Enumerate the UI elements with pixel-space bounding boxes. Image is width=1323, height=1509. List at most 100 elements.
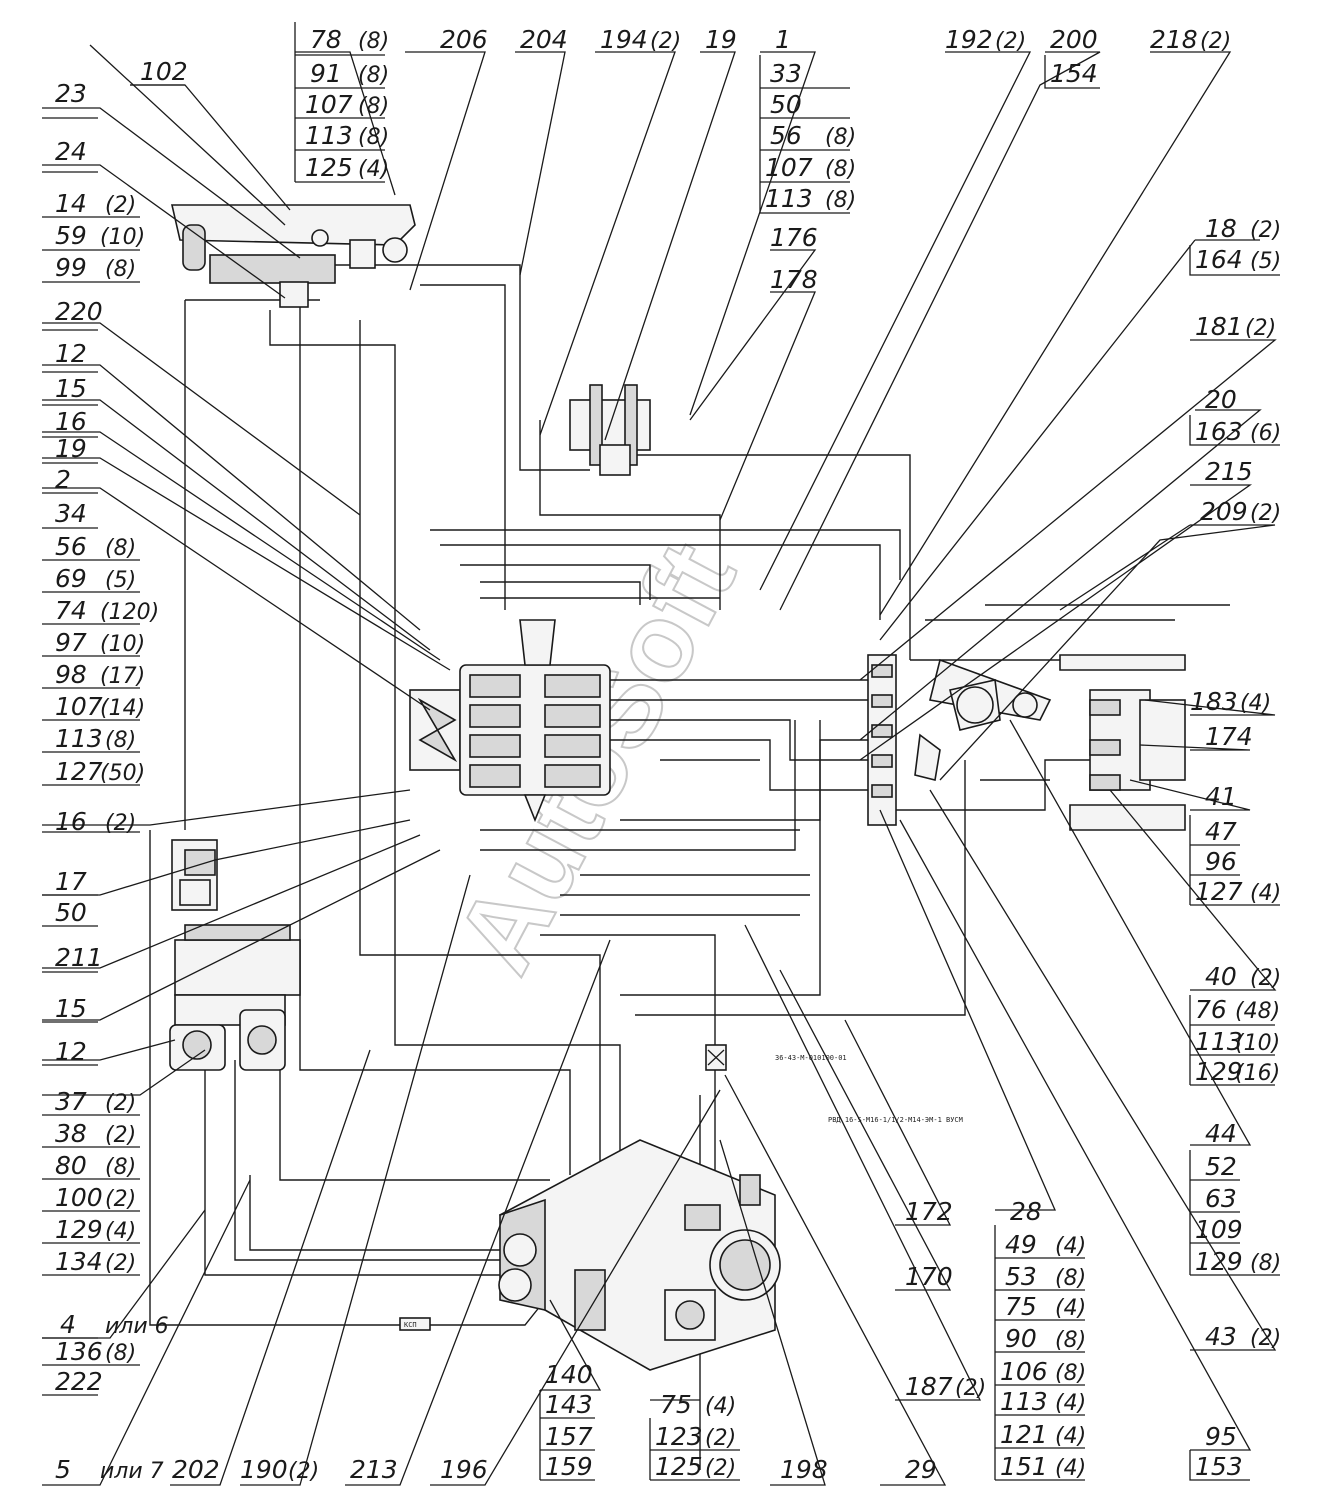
- callout-198: 198: [780, 1455, 828, 1484]
- callout-56a-qty: (8): [105, 536, 136, 561]
- callout-200: 200: [1050, 25, 1098, 54]
- callout-15a: 15: [55, 374, 87, 403]
- callout-123: 123: [655, 1422, 703, 1451]
- callout-196: 196: [440, 1455, 488, 1484]
- callout-96: 96: [1205, 847, 1237, 876]
- callout-69-qty: (5): [105, 568, 136, 593]
- callout-121-qty: (4): [1055, 1424, 1086, 1449]
- callout-209: 209: [1200, 497, 1248, 526]
- callout-127a: 127: [55, 757, 103, 786]
- callout-80: 80: [55, 1151, 87, 1180]
- callout-4: 4: [60, 1310, 76, 1339]
- callout-181: 181: [1195, 312, 1243, 341]
- callout-187: 187: [905, 1372, 953, 1401]
- callout-134-qty: (2): [105, 1251, 136, 1276]
- component-bottom-left-valve-cluster: [169, 924, 301, 1071]
- callout-1: 1: [775, 25, 791, 54]
- callout-50a: 50: [55, 898, 87, 927]
- callout-127b: 127: [1195, 877, 1243, 906]
- callout-151-qty: (4): [1055, 1456, 1086, 1481]
- callout-47: 47: [1205, 817, 1237, 846]
- callout-14: 14: [55, 189, 87, 218]
- callout-174: 174: [1205, 722, 1253, 751]
- callout-63: 63: [1205, 1184, 1237, 1213]
- callout-20: 20: [1205, 385, 1237, 414]
- callout-218-qty: (2): [1200, 29, 1231, 54]
- callout-129a: 129: [55, 1215, 103, 1244]
- callout-78-qty: (8): [358, 29, 389, 54]
- callout-95: 95: [1205, 1422, 1237, 1451]
- callout-129c-qty: (8): [1250, 1251, 1281, 1276]
- callout-113b-qty: (8): [358, 125, 389, 150]
- callout-labels: 102 23 24 14 (2) 59 (10) 99 (8) 220 12 1…: [55, 25, 1281, 1484]
- callout-163: 163: [1195, 417, 1243, 446]
- callout-99: 99: [55, 253, 87, 282]
- callout-204: 204: [520, 25, 568, 54]
- callout-91-qty: (8): [358, 63, 389, 88]
- callout-90: 90: [1005, 1324, 1037, 1353]
- callout-157: 157: [545, 1422, 593, 1451]
- callout-125b-qty: (4): [358, 157, 389, 182]
- callout-14-qty: (2): [105, 193, 136, 218]
- callout-40-qty: (2): [1250, 966, 1281, 991]
- callout-107a: 107: [55, 692, 103, 721]
- callout-90-qty: (8): [1055, 1328, 1086, 1353]
- callout-33: 33: [770, 59, 802, 88]
- callout-91: 91: [310, 59, 342, 88]
- callout-74-qty: (120): [100, 600, 159, 625]
- callout-113e: 113: [765, 184, 813, 213]
- callout-164-qty: (5): [1250, 249, 1281, 274]
- callout-123-qty: (2): [705, 1426, 736, 1451]
- callout-127b-qty: (4): [1250, 881, 1281, 906]
- callout-56b: 56: [770, 121, 802, 150]
- callout-52: 52: [1205, 1152, 1237, 1181]
- callout-113a: 113: [55, 724, 103, 753]
- callout-24: 24: [55, 137, 87, 166]
- callout-178: 178: [770, 265, 818, 294]
- callout-43: 43: [1205, 1322, 1237, 1351]
- callout-19b: 19: [705, 25, 737, 54]
- callout-107b: 107: [305, 90, 353, 119]
- callout-98: 98: [55, 660, 87, 689]
- callout-113b: 113: [305, 121, 353, 150]
- callout-99-qty: (8): [105, 257, 136, 282]
- callout-78: 78: [310, 25, 342, 54]
- sheet-mark: КСП: [404, 1321, 417, 1329]
- callout-59: 59: [55, 221, 87, 250]
- callout-113c-qty: (4): [1055, 1391, 1086, 1416]
- callout-143: 143: [545, 1390, 593, 1419]
- callout-74: 74: [55, 596, 87, 625]
- callout-41: 41: [1205, 782, 1237, 811]
- callout-192: 192: [945, 25, 993, 54]
- callout-172: 172: [905, 1197, 953, 1226]
- component-main-valve-block: [409, 619, 611, 823]
- callout-125a-qty: (2): [705, 1456, 736, 1481]
- callout-183: 183: [1190, 687, 1238, 716]
- callout-75a: 75: [660, 1390, 692, 1419]
- callout-113c: 113: [1000, 1387, 1048, 1416]
- callout-222: 222: [55, 1367, 103, 1396]
- callout-176: 176: [770, 223, 818, 252]
- callout-202: 202: [172, 1455, 220, 1484]
- callout-49-qty: (4): [1055, 1234, 1086, 1259]
- callout-218: 218: [1150, 25, 1198, 54]
- callout-80-qty: (8): [105, 1155, 136, 1180]
- component-left-pump-17: [171, 839, 218, 911]
- callout-129b: 129: [1195, 1057, 1243, 1086]
- callout-107c-qty: (8): [825, 157, 856, 182]
- callout-76: 76: [1195, 995, 1227, 1024]
- callout-34: 34: [55, 499, 87, 528]
- callout-18-qty: (2): [1250, 218, 1281, 243]
- callout-38: 38: [55, 1119, 87, 1148]
- callout-109: 109: [1195, 1215, 1243, 1244]
- callout-194-qty: (2): [650, 29, 681, 54]
- callout-76-qty: (48): [1235, 999, 1280, 1024]
- callout-19a: 19: [55, 434, 87, 463]
- component-gearbox-main: [498, 1139, 781, 1371]
- callout-107a-qty: (14): [100, 696, 145, 721]
- callout-38-qty: (2): [105, 1123, 136, 1148]
- callout-181-qty: (2): [1245, 316, 1276, 341]
- callout-164: 164: [1195, 245, 1243, 274]
- callout-113e-qty: (8): [825, 188, 856, 213]
